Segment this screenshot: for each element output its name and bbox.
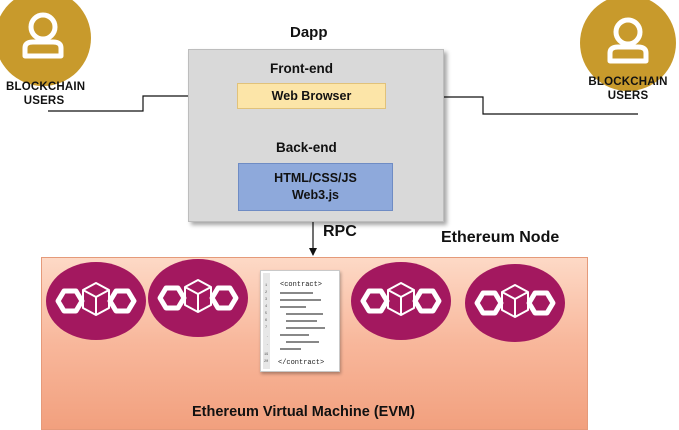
contract-line-number-9: . — [266, 343, 268, 347]
right-user-avatar — [580, 0, 676, 91]
contract-line-number-3: 3 — [265, 298, 267, 302]
evm-label: Ethereum Virtual Machine (EVM) — [192, 404, 415, 420]
blockchain-node-icon — [474, 284, 556, 318]
contract-line-number-4: 4 — [265, 305, 267, 309]
blockchain-node-4 — [465, 264, 565, 342]
contract-line-number-11: 20 — [264, 360, 268, 364]
user-icon — [607, 17, 649, 64]
contract-line-number-1: 1 — [265, 284, 267, 288]
backend-line2: Web3.js — [291, 188, 339, 202]
right-user-label-line1: BLOCKCHAIN — [588, 76, 668, 88]
right-user-label-line2: USERS — [607, 90, 649, 102]
left-user-label: BLOCKCHAIN USERS — [6, 80, 86, 108]
left-user-label-line1: BLOCKCHAIN — [6, 81, 86, 93]
contract-line-number-6: 6 — [265, 319, 267, 323]
right-user-label: BLOCKCHAIN USERS — [588, 75, 668, 103]
backend-box: HTML/CSS/JS Web3.js — [238, 163, 393, 211]
contract-line-number-7: 7 — [265, 326, 267, 330]
backend-line1: HTML/CSS/JS — [274, 171, 357, 185]
contract-open-tag: <contract> — [280, 281, 322, 289]
rpc-label: RPC — [323, 223, 357, 240]
backend-label: Back-end — [276, 140, 337, 155]
blockchain-node-icon — [157, 279, 239, 313]
blockchain-node-1 — [46, 262, 146, 340]
contract-line-number-5: 5 — [265, 312, 267, 316]
frontend-label: Front-end — [270, 61, 333, 76]
user-icon — [22, 12, 64, 59]
left-user-label-line2: USERS — [23, 95, 65, 107]
contract-code-icon: <contract> 1 2 3 4 5 6 7 . . 19 20 </con… — [260, 270, 340, 372]
dapp-title: Dapp — [290, 24, 328, 41]
left-user-avatar — [0, 0, 91, 86]
blockchain-node-2 — [148, 259, 248, 337]
contract-line-number-2: 2 — [265, 291, 267, 295]
blockchain-node-icon — [55, 282, 137, 316]
web-browser-label: Web Browser — [271, 89, 352, 103]
web-browser-box: Web Browser — [237, 83, 386, 109]
contract-line-number-8: . — [266, 335, 268, 339]
ethereum-node-label: Ethereum Node — [441, 229, 560, 246]
contract-line-number-10: 19 — [264, 353, 268, 357]
blockchain-node-3 — [351, 262, 451, 340]
contract-close-tag: </contract> — [278, 359, 324, 367]
blockchain-node-icon — [360, 282, 442, 316]
